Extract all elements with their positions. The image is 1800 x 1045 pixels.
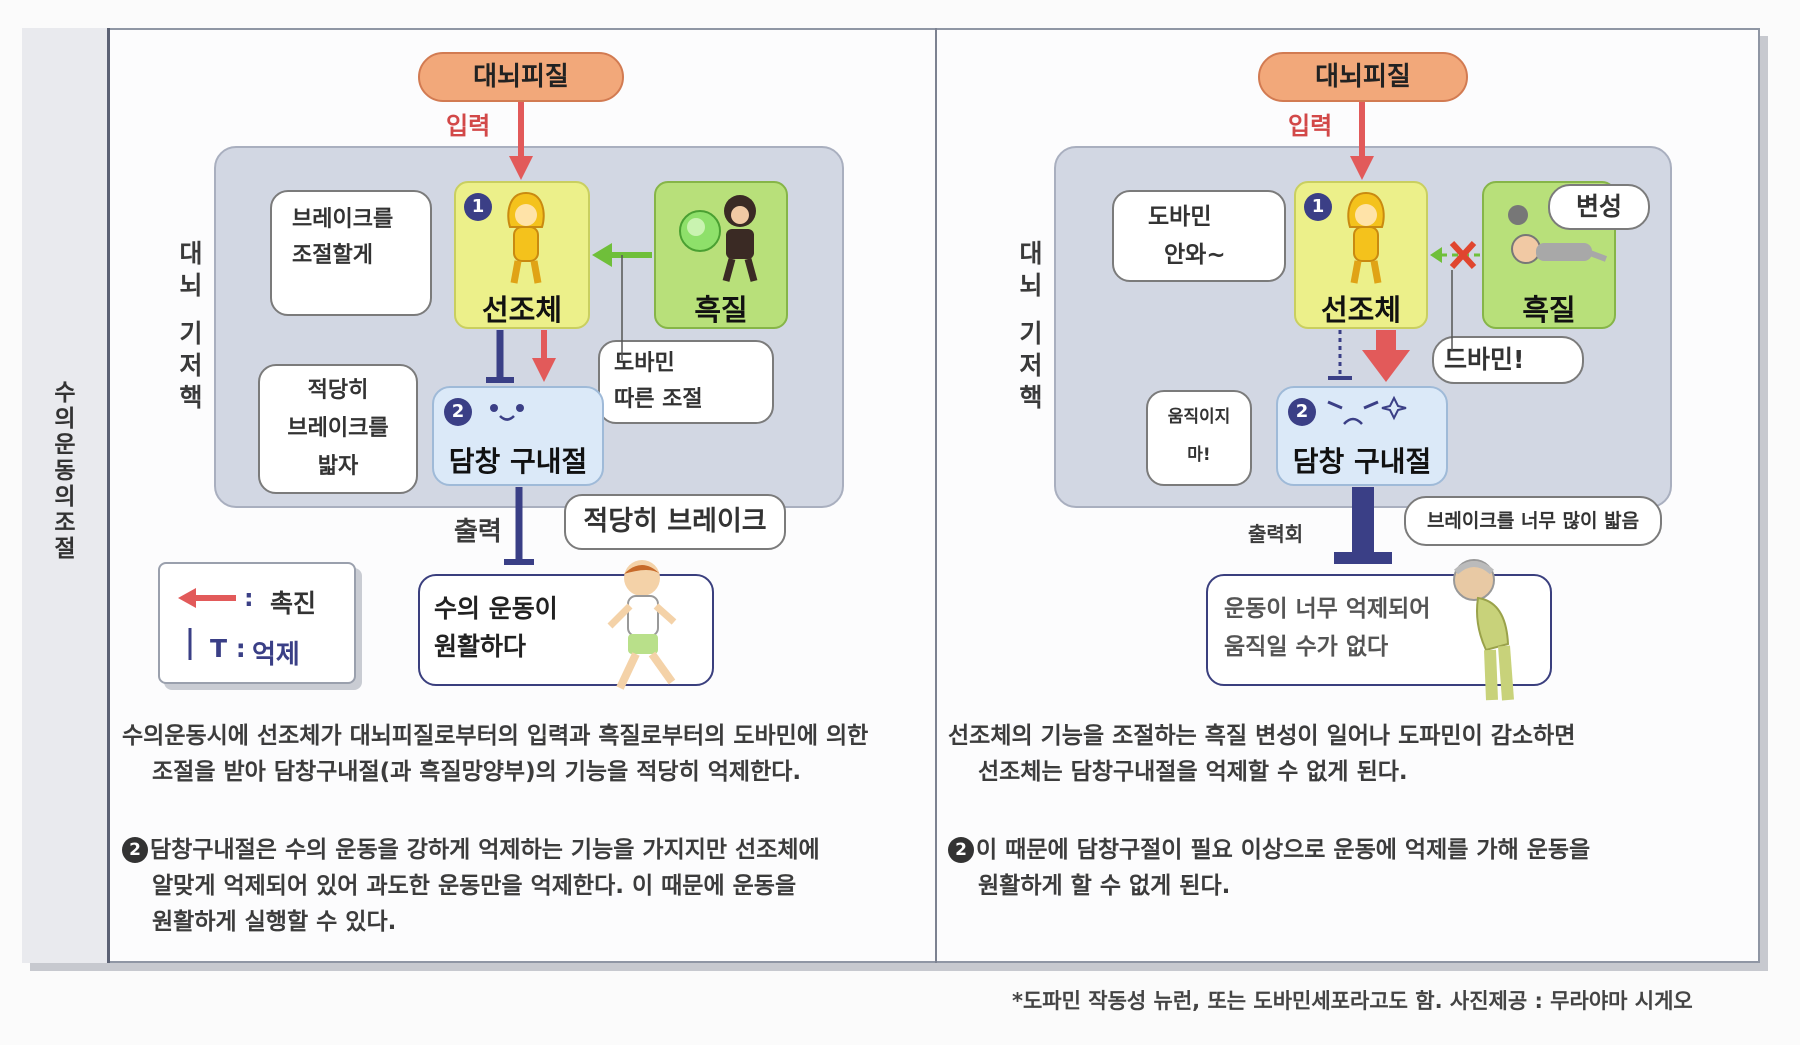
left-globus-bubble-line-2: 브레이크를 bbox=[287, 416, 389, 441]
left-globus-label: 담창 구내절 bbox=[448, 445, 588, 478]
right-striatum-character-icon bbox=[1347, 191, 1385, 284]
right-globus-label: 담창 구내절 bbox=[1292, 445, 1432, 478]
right-result-line-1: 운동이 너무 억제되어 bbox=[1224, 596, 1431, 622]
right-output-label: 출력회 bbox=[1248, 522, 1304, 546]
right-elderly-person-icon bbox=[1453, 559, 1514, 701]
footnote: *도파민 작동성 뉴런, 또는 도바민세포라고도 함. 사진제공 : 무라야마 … bbox=[1012, 989, 1693, 1013]
right-globus-bubble: 움직이지 마! bbox=[1146, 390, 1252, 486]
left-paragraph-2-line-3: 원활하게 실행할 수 있다. bbox=[152, 909, 397, 935]
right-substantia-node: 흑질 bbox=[1482, 181, 1616, 329]
left-globus-bubble-line-3: 밟자 bbox=[317, 454, 359, 479]
left-dopamine-neuron-character-icon bbox=[679, 195, 758, 282]
right-paragraph-1-line-2: 선조체는 담창구내절을 억제할 수 없게 된다. bbox=[978, 759, 1408, 785]
left-cerebrum-label: 대뇌 bbox=[179, 239, 203, 300]
side-title: 수의 운동의 조절 bbox=[54, 380, 76, 562]
right-basal-ganglia-label: 기저핵 bbox=[1019, 319, 1043, 412]
left-paragraph-2-line-2: 알맞게 억제되어 있어 과도한 운동만을 억제한다. 이 때문에 운동을 bbox=[152, 873, 797, 899]
right-angry-globus-face-icon bbox=[1327, 395, 1407, 425]
left-globus-number: 2 bbox=[444, 398, 472, 426]
left-basal-ganglia-label: 기저핵 bbox=[179, 319, 203, 412]
right-paragraph-1: 선조체의 기능을 조절하는 흑질 변성이 일어나 도파민이 감소하면 선조체는 … bbox=[948, 718, 1748, 790]
left-cortex-node: 대뇌피질 bbox=[418, 52, 624, 102]
left-input-label: 입력 bbox=[446, 112, 491, 140]
right-striatum-node: 1 선조체 bbox=[1294, 181, 1428, 329]
left-paragraph-2-line-1: 담창구내절은 수의 운동을 강하게 억제하는 기능을 가지지만 선조체에 bbox=[150, 837, 820, 863]
legend-inhibit-symbol: T : bbox=[210, 634, 246, 663]
right-paragraph-2-number: 2 bbox=[948, 837, 974, 863]
legend-promote-label: 촉진 bbox=[270, 589, 317, 618]
left-paragraph-1: 수의운동시에 선조체가 대뇌피질로부터의 입력과 흑질로부터의 도바민에 의한 … bbox=[122, 718, 922, 790]
legend-inhibit-label: 억제 bbox=[252, 640, 300, 670]
right-globus-node: 2 담창 구내절 bbox=[1276, 386, 1448, 486]
left-striatum-bubble-line-2: 조절할게 bbox=[292, 243, 373, 268]
left-striatum-bubble: 브레이크를 조절할게 bbox=[270, 190, 432, 316]
left-dopamine-to-striatum-arrow bbox=[592, 243, 652, 360]
right-dopamine-bubble: 드바민! bbox=[1432, 336, 1584, 384]
right-paragraph-1-line-1: 선조체의 기능을 조절하는 흑질 변성이 일어나 도파민이 감소하면 bbox=[948, 723, 1576, 749]
left-striatum-character-icon bbox=[507, 191, 545, 284]
right-striatum-label: 선조체 bbox=[1320, 293, 1402, 327]
right-striatum-bubble-line-1: 도바민 bbox=[1148, 204, 1212, 230]
left-substantia-label: 흑질 bbox=[694, 293, 748, 327]
right-degeneration-bubble: 변성 bbox=[1548, 184, 1650, 230]
right-output-bubble: 브레이크를 너무 많이 밟음 bbox=[1404, 496, 1662, 546]
right-substantia-label: 흑질 bbox=[1522, 293, 1576, 327]
left-globus-bubble: 적당히 브레이크를 밟자 bbox=[258, 364, 418, 494]
panel-divider bbox=[935, 28, 937, 963]
right-collapsed-neuron-character-icon bbox=[1508, 205, 1608, 264]
left-striatum-to-globus-inhibit bbox=[486, 330, 514, 383]
right-cortex-to-striatum-arrow bbox=[1350, 102, 1374, 180]
right-striatum-to-globus-strong-arrow bbox=[1362, 330, 1410, 382]
right-striatum-number: 1 bbox=[1304, 193, 1332, 221]
right-paragraph-2-line-2: 원활하게 할 수 없게 된다. bbox=[978, 873, 1231, 899]
left-result-line-2: 원활하다 bbox=[434, 632, 527, 661]
left-dopamine-bubble-line-1: 도바민 bbox=[614, 351, 675, 376]
left-cortex-to-striatum-arrow bbox=[509, 102, 533, 180]
right-input-label: 입력 bbox=[1288, 112, 1333, 140]
left-striatum-label: 선조체 bbox=[481, 293, 563, 327]
right-striatum-to-globus-weak-inhibit bbox=[1328, 330, 1352, 380]
left-striatum-node: 1 선조체 bbox=[454, 181, 590, 329]
right-result-line-2: 움직일 수가 없다 bbox=[1224, 634, 1389, 660]
left-globus-bubble-line-1: 적당히 bbox=[307, 378, 369, 403]
side-band bbox=[22, 28, 110, 963]
left-output-bubble: 적당히 브레이크 bbox=[564, 494, 786, 550]
right-globus-bubble-line-2: 마! bbox=[1187, 445, 1211, 465]
frame-shadow-bottom bbox=[30, 963, 1768, 971]
right-cerebrum-label: 대뇌 bbox=[1019, 239, 1043, 300]
right-striatum-bubble-line-2: 안와~ bbox=[1164, 242, 1226, 268]
frame-shadow-right bbox=[1760, 36, 1768, 970]
left-dopamine-bubble-line-2: 따른 조절 bbox=[614, 387, 703, 412]
left-striatum-to-globus-arrow bbox=[532, 330, 556, 382]
left-striatum-bubble-line-1: 브레이크를 bbox=[292, 207, 394, 232]
right-globus-output-strong-inhibit bbox=[1334, 487, 1392, 564]
left-globus-node: 2 담창 구내절 bbox=[432, 386, 604, 486]
left-striatum-number: 1 bbox=[464, 193, 492, 221]
right-globus-number: 2 bbox=[1288, 398, 1316, 426]
left-globus-face-icon bbox=[490, 404, 524, 421]
legend: : 촉진 T : 억제 bbox=[158, 562, 356, 684]
left-output-label: 출력 bbox=[454, 517, 502, 547]
right-paragraph-2-line-1: 이 때문에 담창구절이 필요 이상으로 운동에 억제를 가해 운동을 bbox=[976, 837, 1591, 863]
legend-promote-arrow-icon bbox=[178, 588, 236, 608]
left-paragraph-1-line-2: 조절을 받아 담창구내절(과 흑질망양부)의 기능을 적당히 억제한다. bbox=[152, 759, 802, 785]
left-substantia-node: 흑질 bbox=[654, 181, 788, 329]
left-result-line-1: 수의 운동이 bbox=[434, 594, 558, 623]
left-paragraph-2-number: 2 bbox=[122, 837, 148, 863]
left-paragraph-1-line-1: 수의운동시에 선조체가 대뇌피질로부터의 입력과 흑질로부터의 도바민에 의한 bbox=[122, 723, 869, 749]
left-dopamine-bubble: 도바민 따른 조절 bbox=[598, 340, 774, 424]
right-globus-bubble-line-1: 움직이지 bbox=[1167, 407, 1231, 427]
legend-promote-symbol: : bbox=[244, 584, 254, 612]
left-globus-output-inhibit bbox=[504, 487, 534, 565]
right-striatum-bubble: 도바민 안와~ bbox=[1112, 190, 1286, 282]
right-cortex-node: 대뇌피질 bbox=[1258, 52, 1468, 102]
right-blocked-dopamine-arrow bbox=[1430, 240, 1480, 350]
left-running-person-icon bbox=[607, 560, 677, 690]
